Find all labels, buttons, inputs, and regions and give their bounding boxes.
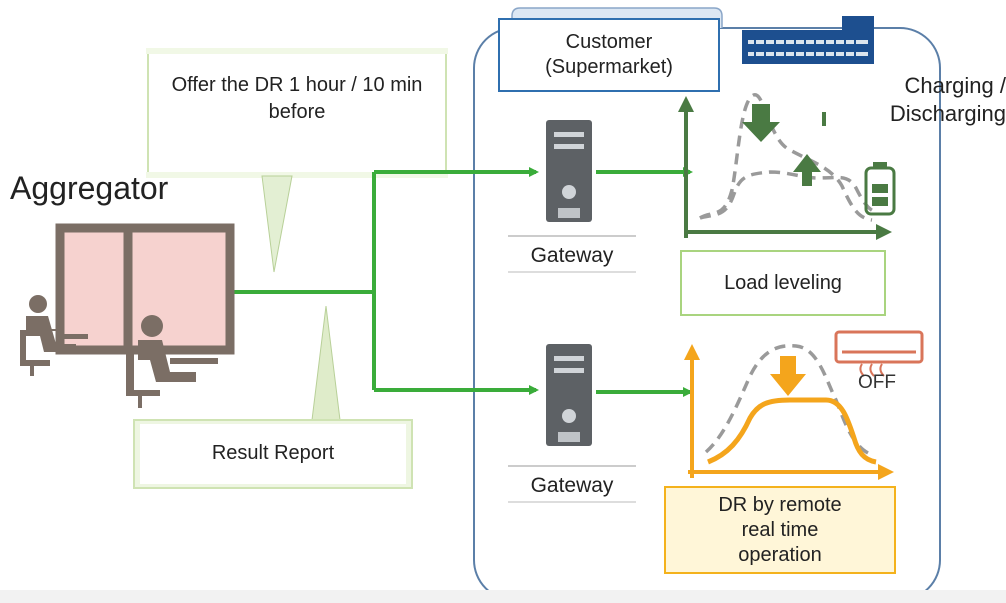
gateway-server-icon <box>546 120 592 222</box>
dr-caption: DR by remote real time operation <box>664 486 896 574</box>
customer-title: Customer (Supermarket) <box>498 18 720 92</box>
load-leveling-chart <box>678 93 896 240</box>
gateway-server-icon <box>546 344 592 446</box>
bottom-band <box>0 590 1006 603</box>
result-callout-shape <box>133 305 413 489</box>
load-leveling-caption: Load leveling <box>680 250 886 316</box>
building-icon <box>742 16 874 64</box>
charging-label: Charging / Discharging <box>889 73 1006 126</box>
gateway-label: Gateway <box>530 474 614 497</box>
operator-icon <box>20 295 218 408</box>
offer-callout-text: Offer the DR 1 hour / 10 min before <box>171 74 423 123</box>
offer-callout-shape <box>146 48 448 273</box>
gateway-label: Gateway <box>530 244 614 267</box>
connection-lines <box>226 167 693 397</box>
aggregator-label: Aggregator <box>10 170 169 206</box>
dr-chart <box>684 330 924 480</box>
off-label: OFF <box>858 372 896 393</box>
result-callout-text: Result Report <box>211 442 335 464</box>
aggregator-monitor-icon <box>34 223 235 355</box>
